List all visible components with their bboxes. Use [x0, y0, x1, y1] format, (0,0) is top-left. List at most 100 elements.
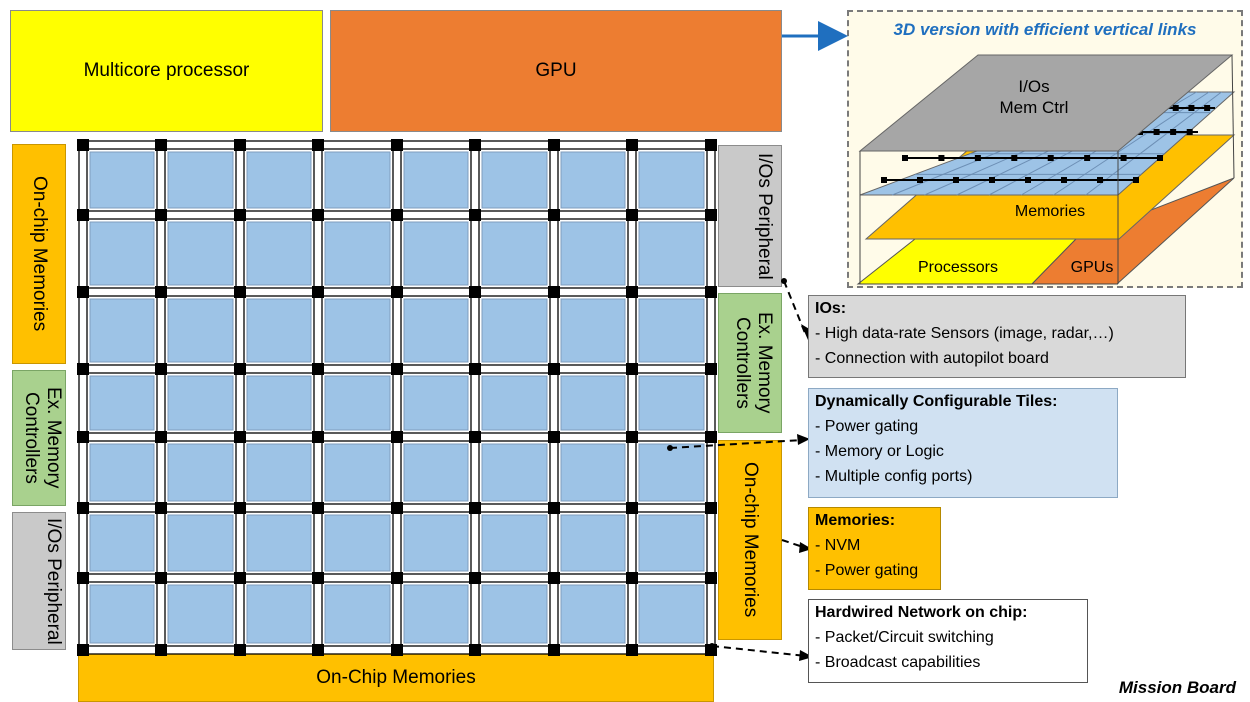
noc-router: [234, 139, 246, 151]
noc-router: [155, 502, 167, 514]
tile: [167, 151, 234, 209]
tiles-callout-line: - Multiple config ports): [815, 468, 973, 485]
right-ex-memory-controllers-block: Ex. Memory Controllers: [718, 293, 782, 433]
noc-router: [155, 363, 167, 375]
noc-router: [548, 572, 560, 584]
noc-router: [234, 286, 246, 298]
ios-callout-line: - Connection with autopilot board: [815, 350, 1049, 367]
3d-version-panel: 3D version with efficient vertical links: [847, 10, 1243, 288]
noc-callout-line: - Broadcast capabilities: [815, 654, 981, 671]
noc-router: [548, 286, 560, 298]
tile: [324, 584, 391, 644]
noc-horizontal-link: [82, 287, 712, 297]
right-on-chip-memories-label: On-chip Memories: [739, 462, 761, 618]
ios-callout-line: - High data-rate Sensors (image, radar,……: [815, 325, 1114, 342]
tile: [560, 375, 626, 431]
noc-router: [312, 431, 324, 443]
tile: [403, 375, 469, 431]
tile: [638, 375, 705, 431]
noc-router: [626, 139, 638, 151]
noc-router: [705, 286, 717, 298]
noc-router: [312, 209, 324, 221]
noc-router: [626, 209, 638, 221]
noc-horizontal-link: [82, 573, 712, 583]
noc-router: [312, 502, 324, 514]
tile: [246, 584, 312, 644]
tile: [246, 151, 312, 209]
multicore-processor-label: Multicore processor: [83, 60, 250, 81]
noc-router: [705, 139, 717, 151]
noc-vertical-link: [470, 144, 480, 651]
memories-callout-title: Memories:: [815, 512, 896, 529]
tile: [167, 375, 234, 431]
left-ex-memory-controllers-block: Ex. Memory Controllers: [12, 370, 66, 506]
noc-router: [234, 209, 246, 221]
tile: [481, 221, 548, 286]
noc-router: [469, 209, 481, 221]
noc-router: [312, 363, 324, 375]
noc-router: [77, 572, 89, 584]
right-on-chip-memories-block: On-chip Memories: [718, 440, 782, 640]
3d-panel-title: 3D version with efficient vertical links: [893, 20, 1197, 39]
tile: [324, 443, 391, 502]
noc-router: [705, 209, 717, 221]
tile: [89, 584, 155, 644]
noc-router: [626, 286, 638, 298]
noc-callout-line: - Packet/Circuit switching: [815, 629, 994, 646]
noc-router: [469, 572, 481, 584]
tile: [560, 221, 626, 286]
noc-router: [77, 431, 89, 443]
noc-router: [77, 502, 89, 514]
tile: [481, 443, 548, 502]
noc-router: [391, 363, 403, 375]
noc-router: [548, 502, 560, 514]
noc-router: [705, 572, 717, 584]
noc-vertical-link: [235, 144, 245, 651]
noc-router: [548, 209, 560, 221]
noc-router: [312, 286, 324, 298]
tile: [246, 221, 312, 286]
noc-router: [626, 363, 638, 375]
right-ex-memory-controllers-label: Ex. Memory Controllers: [732, 312, 775, 414]
tile: [89, 151, 155, 209]
tile: [560, 298, 626, 363]
noc-router: [312, 572, 324, 584]
noc-router: [155, 286, 167, 298]
noc-router: [391, 502, 403, 514]
memories-callout-line: - NVM: [815, 537, 861, 554]
noc-router: [234, 572, 246, 584]
tile: [560, 514, 626, 572]
left-on-chip-memories-block: On-chip Memories: [12, 144, 66, 364]
tile: [481, 298, 548, 363]
noc-router: [391, 572, 403, 584]
memories-callout: Memories: - NVM - Power gating: [808, 507, 941, 590]
noc-router: [548, 363, 560, 375]
noc-callout-title: Hardwired Network on chip:: [815, 604, 1028, 621]
tile: [324, 151, 391, 209]
noc-router: [548, 431, 560, 443]
tile: [89, 443, 155, 502]
tiles-callout-line: - Memory or Logic: [815, 443, 944, 460]
tile: [324, 514, 391, 572]
tile: [167, 298, 234, 363]
noc-router: [77, 286, 89, 298]
left-on-chip-memories-label: On-chip Memories: [28, 176, 50, 332]
tile: [167, 584, 234, 644]
noc-router: [391, 431, 403, 443]
noc-vertical-link: [392, 144, 402, 651]
bottom-on-chip-memories-block: On-Chip Memories: [78, 653, 714, 702]
tile: [89, 298, 155, 363]
tile: [167, 443, 234, 502]
noc-vertical-link: [78, 144, 88, 651]
tile: [89, 375, 155, 431]
left-io-peripheral-block: I/Os Peripheral: [12, 512, 66, 650]
tile: [560, 443, 626, 502]
tile: [246, 298, 312, 363]
tile: [638, 221, 705, 286]
tile: [638, 584, 705, 644]
noc-vertical-link: [156, 144, 166, 651]
noc-router: [705, 431, 717, 443]
noc-vertical-link: [549, 144, 559, 651]
tile: [403, 298, 469, 363]
noc-vertical-link: [706, 144, 716, 651]
